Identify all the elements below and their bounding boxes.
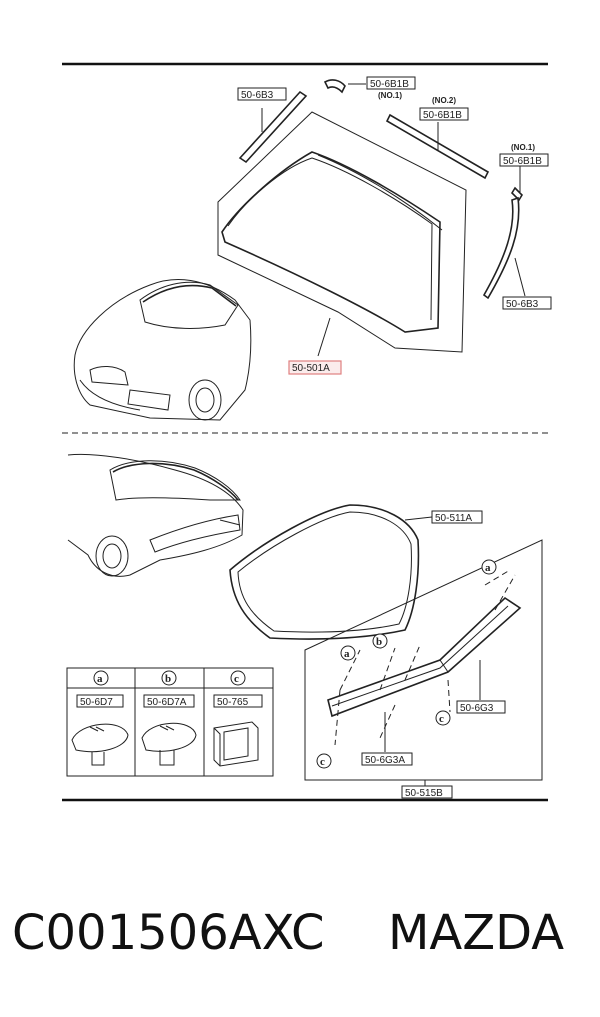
label-no2: (NO.2) xyxy=(432,96,456,105)
callout-b: b xyxy=(372,633,388,649)
label-no1-top: (NO.1) xyxy=(378,91,402,100)
label-50-515B: 50-515B xyxy=(405,788,443,799)
svg-text:a: a xyxy=(344,648,350,660)
legend-part-b: 50-6D7A xyxy=(147,697,187,708)
trunk-moulding-panel xyxy=(304,539,543,781)
trunk-moulding-assembly xyxy=(327,569,522,746)
svg-text:b: b xyxy=(376,636,382,648)
svg-text:b: b xyxy=(165,673,171,685)
windshield-glass xyxy=(217,111,467,353)
moulding-50-6B1B-no2 xyxy=(385,113,490,180)
legend-part-a: 50-6D7 xyxy=(80,697,113,708)
callout-a-right: a xyxy=(481,559,497,575)
rear-car-illustration xyxy=(67,453,244,577)
label-50-501A-box xyxy=(288,360,342,375)
svg-text:a: a xyxy=(485,562,491,574)
clip-50-6D7A-icon xyxy=(141,722,197,766)
parts-diagram: 50-6B3 50-6B1B (NO.1) (NO.2) 50-6B1B (NO… xyxy=(62,62,552,802)
fastener-legend: a 50-6D7 b 50-6D7A c 50-765 xyxy=(66,667,274,777)
moulding-50-6B3-left xyxy=(238,90,308,164)
svg-text:c: c xyxy=(234,673,239,685)
footer: C001506AXC MAZDA xyxy=(0,905,600,975)
callout-c-mid: c xyxy=(435,710,451,726)
callout-c-low: c xyxy=(316,753,332,769)
label-50-6G3: 50-6G3 xyxy=(460,703,494,714)
moulding-50-6B3-right xyxy=(482,196,520,300)
label-50-6B3-right: 50-6B3 xyxy=(506,299,539,310)
part-code: C001506AXC xyxy=(12,905,325,961)
legend-part-c: 50-765 xyxy=(217,697,249,708)
clip-50-6D7-icon xyxy=(71,723,129,766)
rear-weatherstrip xyxy=(229,504,420,640)
svg-text:a: a xyxy=(97,673,103,685)
grommet-50-765-icon xyxy=(213,721,259,767)
label-50-511A: 50-511A xyxy=(435,513,472,524)
label-50-6B1B-mid: 50-6B1B xyxy=(423,110,462,121)
label-50-6B1B-top: 50-6B1B xyxy=(370,79,409,90)
legend-b: b 50-6D7A xyxy=(141,670,197,766)
label-50-501A: 50-501A xyxy=(292,363,330,374)
moulding-50-6B1B-no1 xyxy=(323,79,346,94)
label-50-6B1B-right: 50-6B1B xyxy=(503,156,542,167)
legend-a: a 50-6D7 xyxy=(71,670,129,766)
label-50-6B3-top: 50-6B3 xyxy=(241,90,274,101)
front-car-illustration xyxy=(73,279,252,421)
callout-a-left: a xyxy=(340,645,356,661)
svg-text:c: c xyxy=(320,756,325,768)
label-no1-right: (NO.1) xyxy=(511,143,535,152)
legend-c: c 50-765 xyxy=(213,670,263,767)
brand-name: MAZDA xyxy=(388,905,565,961)
label-50-6G3A: 50-6G3A xyxy=(365,755,405,766)
svg-text:c: c xyxy=(439,713,444,725)
